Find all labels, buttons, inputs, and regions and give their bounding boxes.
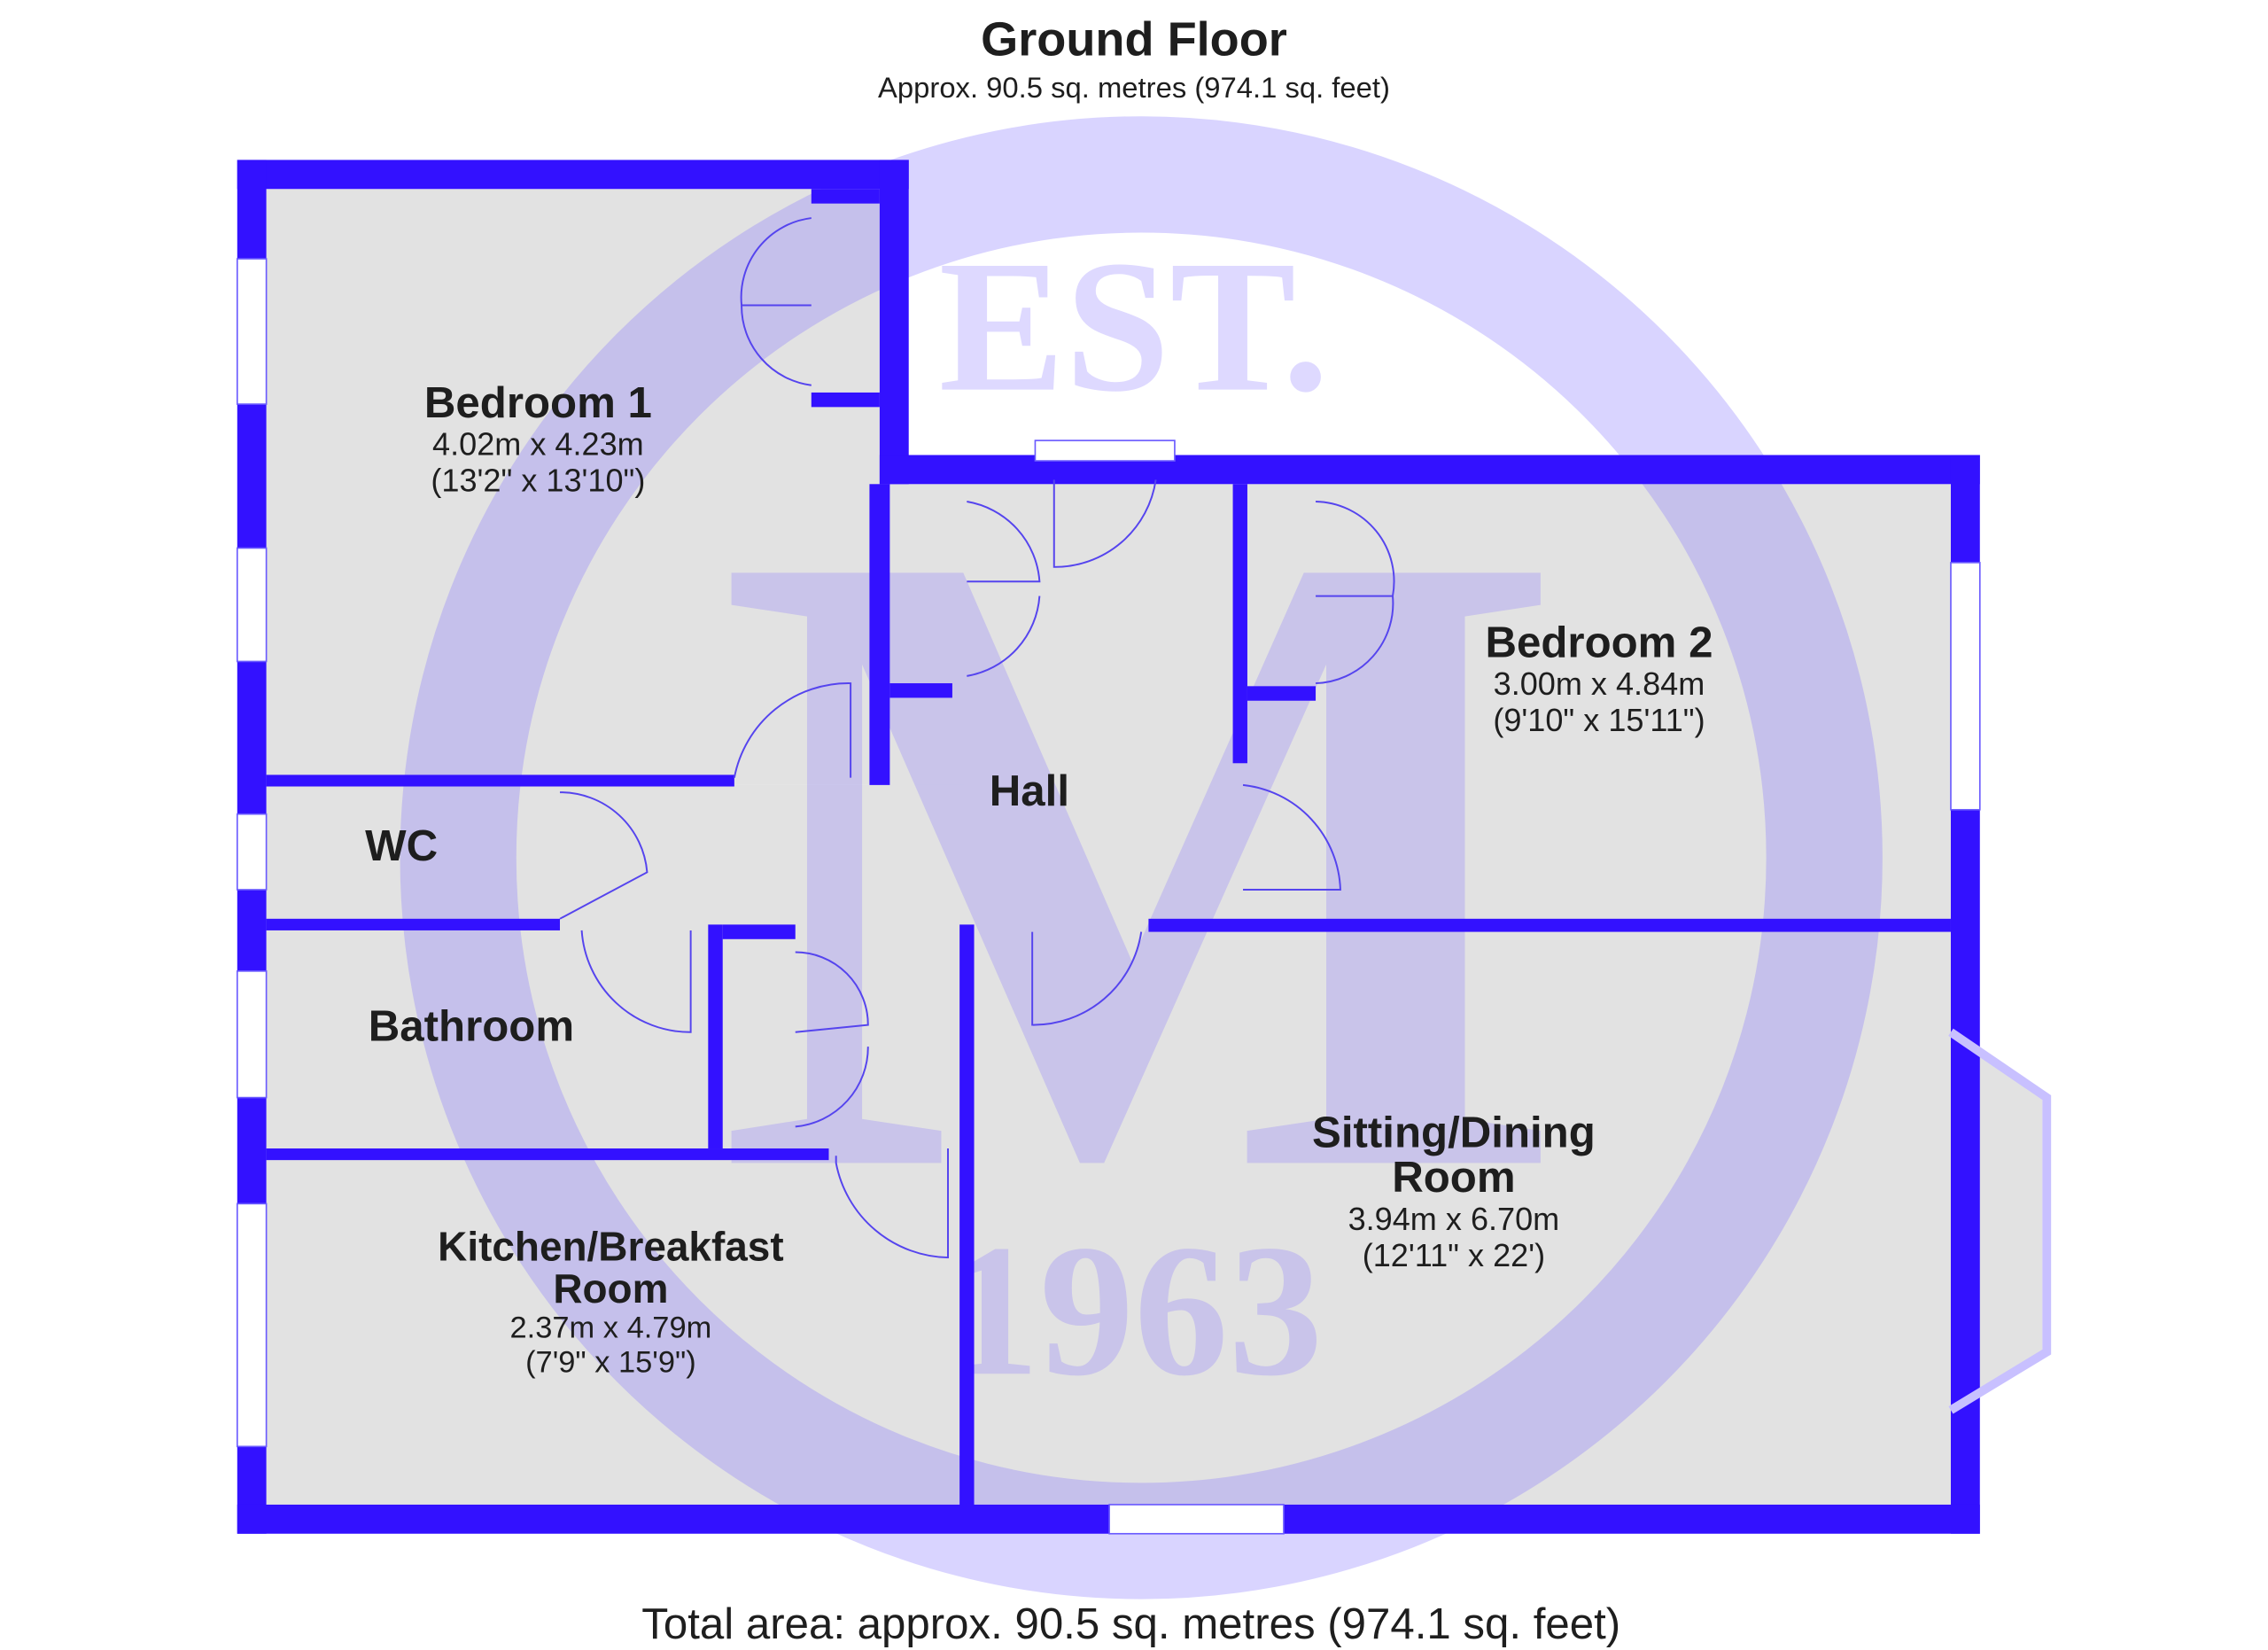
watermark-letter: M	[716, 361, 1566, 1358]
room-imperial: (12'11" x 22')	[1363, 1237, 1545, 1273]
watermark-est: EST.	[939, 222, 1330, 432]
room-metric: 3.94m x 6.70m	[1348, 1201, 1560, 1237]
room-bedroom-1: Bedroom 1 4.02m x 4.23m (13'2" x 13'10")	[424, 378, 652, 499]
room-imperial: (13'2" x 13'10")	[431, 462, 645, 498]
room-bathroom: Bathroom	[369, 1002, 574, 1051]
room-kitchen: Kitchen/Breakfast Room 2.37m x 4.79m (7'…	[438, 1223, 783, 1379]
floor-area: Approx. 90.5 sq. metres (974.1 sq. feet)	[878, 71, 1390, 104]
watermark: EST. M 1963	[400, 116, 1883, 1599]
room-imperial: (9'10" x 15'11")	[1493, 702, 1705, 738]
room-metric: 3.00m x 4.84m	[1494, 665, 1705, 702]
header: Ground Floor Approx. 90.5 sq. metres (97…	[878, 12, 1390, 104]
room-sitting-dining: Sitting/Dining Room 3.94m x 6.70m (12'11…	[1312, 1108, 1596, 1273]
room-imperial: (7'9" x 15'9")	[525, 1346, 696, 1380]
room-hall: Hall	[990, 767, 1069, 815]
room-name: Room	[1392, 1153, 1515, 1202]
floor-title: Ground Floor	[981, 12, 1287, 66]
doors	[559, 217, 1395, 1259]
room-bedroom-2: Bedroom 2 3.00m x 4.84m (9'10" x 15'11")	[1485, 619, 1713, 739]
room-name: Bedroom 1	[424, 378, 652, 427]
room-name: Kitchen/Breakfast	[438, 1223, 783, 1269]
room-name: Sitting/Dining	[1312, 1108, 1596, 1156]
room-floors	[266, 189, 2043, 1505]
windows	[236, 258, 2052, 1535]
room-wc: WC	[365, 821, 438, 870]
watermark-year: 1963	[945, 1206, 1324, 1415]
room-metric: 2.37m x 4.79m	[510, 1311, 712, 1344]
room-metric: 4.02m x 4.23m	[432, 425, 644, 462]
total-area: Total area: approx. 90.5 sq. metres (974…	[641, 1599, 1620, 1648]
room-name: Room	[553, 1265, 668, 1311]
room-name: Bedroom 2	[1485, 619, 1713, 667]
